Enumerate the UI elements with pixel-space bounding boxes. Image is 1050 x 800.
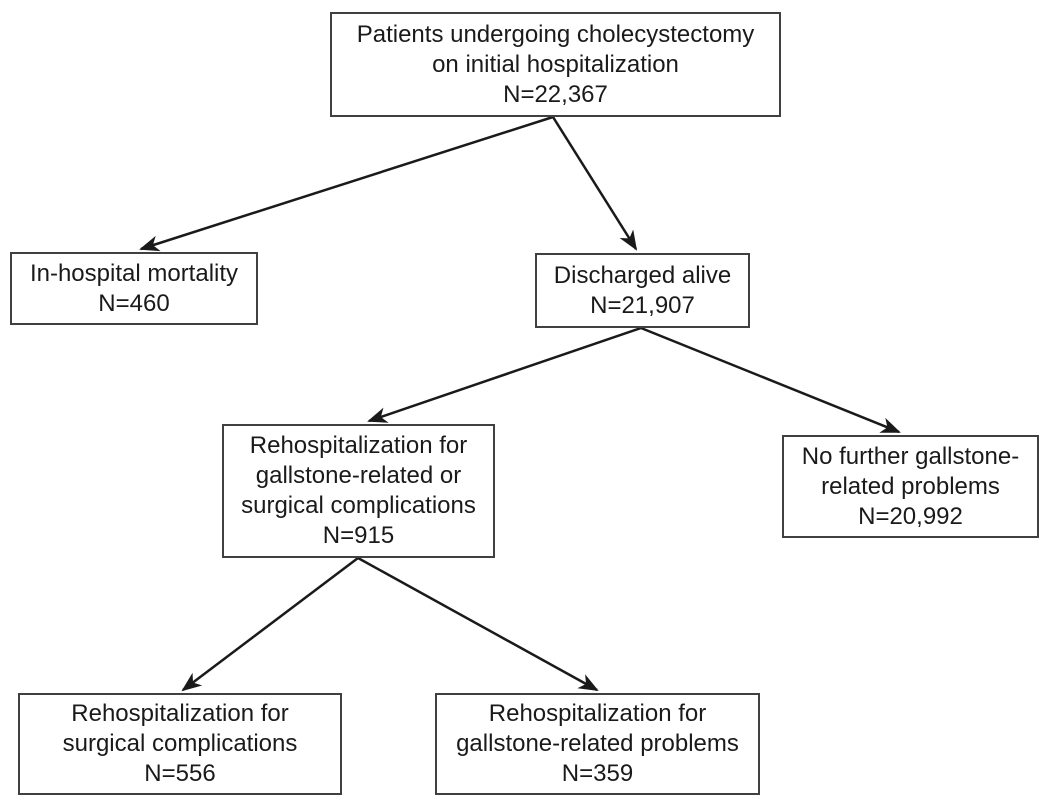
node-no-further-problems: No further gallstone- related problems N… (782, 435, 1039, 538)
edge-initial-to-discharged (551, 116, 638, 251)
node-rehospitalization-surgical: Rehospitalization for surgical complicat… (18, 693, 342, 795)
node-discharged-alive: Discharged alive N=21,907 (535, 253, 750, 328)
node-in-hospital-mortality: In-hospital mortality N=460 (10, 252, 258, 325)
node-rehospitalization-any: Rehospitalization for gallstone-related … (222, 424, 495, 558)
node-initial-hospitalization: Patients undergoing cholecystectomy on i… (330, 12, 781, 117)
node-rehospitalization-gallstone-label: Rehospitalization for gallstone-related … (456, 700, 739, 787)
edge-discharged-to-no-further (640, 326, 901, 434)
node-rehospitalization-any-label: Rehospitalization for gallstone-related … (241, 432, 476, 549)
edge-rehosp-any-to-surgical (181, 557, 359, 692)
node-in-hospital-mortality-label: In-hospital mortality N=460 (29, 259, 239, 317)
edge-initial-to-mortality (139, 115, 554, 252)
edge-discharged-to-rehosp-any (367, 326, 642, 423)
edge-rehosp-any-to-gallstone (357, 556, 599, 692)
node-rehospitalization-gallstone: Rehospitalization for gallstone-related … (435, 693, 760, 795)
node-rehospitalization-surgical-label: Rehospitalization for surgical complicat… (62, 700, 298, 787)
node-no-further-problems-label: No further gallstone- related problems N… (801, 442, 1020, 530)
node-initial-hospitalization-label: Patients undergoing cholecystectomy on i… (356, 20, 755, 108)
node-discharged-alive-label: Discharged alive N=21,907 (553, 261, 732, 319)
